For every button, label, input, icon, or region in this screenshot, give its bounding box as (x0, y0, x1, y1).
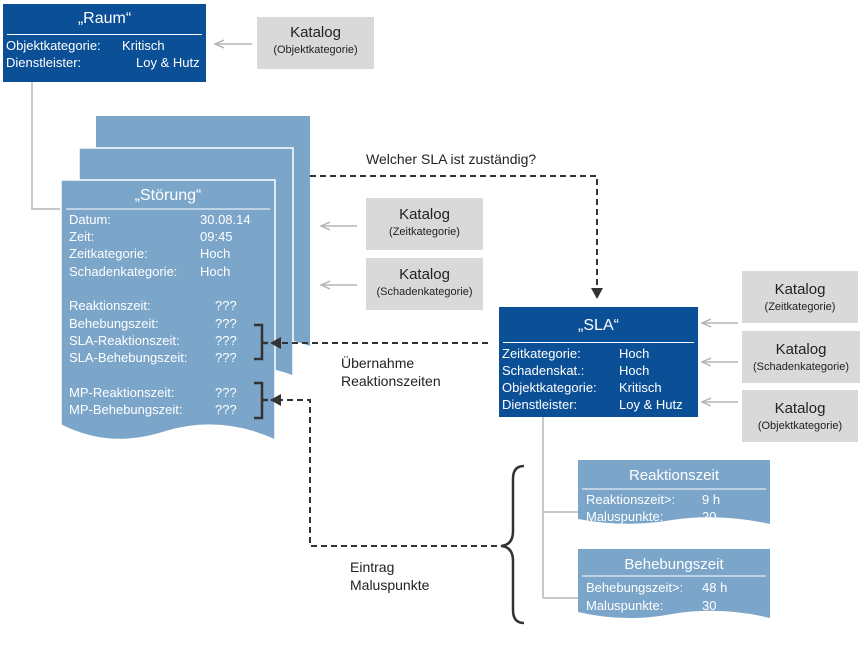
catalog-objektkategorie-right: Katalog (Objektkategorie) (742, 390, 858, 442)
catalog-objektkategorie-top: Katalog (Objektkategorie) (257, 17, 374, 69)
mp-times-bracket (254, 381, 268, 420)
stoerung-row-value: ??? (215, 350, 237, 365)
document-page-front (60, 179, 276, 442)
question-dashed-arrow (310, 175, 603, 299)
eintrag-dashed-arrow (270, 394, 497, 547)
sla-row: Schadenskat.: Hoch (499, 362, 698, 379)
raum-row: Dienstleister: Loy & Hutz (3, 54, 206, 71)
sla-row-key: Schadenskat.: (502, 363, 585, 378)
raum-box: „Raum“ Objektkategorie: Kritisch Dienstl… (3, 4, 206, 82)
catalog-zeitkategorie-right: Katalog (Zeitkategorie) (742, 271, 858, 323)
sla-row-key: Dienstleister: (502, 397, 578, 412)
catalog-title: Katalog (399, 206, 450, 223)
stoerung-row-key: SLA-Behebungszeit: (69, 350, 188, 365)
behebungszeit-card-key: Behebungszeit>: (586, 580, 684, 595)
sla-row-value: Loy & Hutz (619, 397, 683, 412)
uebernahme-label-line2: Reaktionszeiten (341, 373, 441, 389)
raum-title: „Raum“ (77, 10, 132, 27)
raum-row-key: Objektkategorie: (6, 38, 101, 53)
raum-row-key: Dienstleister: (6, 55, 82, 70)
catalog-schadenkategorie-right: Katalog (Schadenkategorie) (742, 331, 860, 383)
stoerung-row-value: ??? (215, 385, 237, 400)
behebungszeit-card-value: 30 (702, 598, 717, 613)
catalog-title: Katalog (399, 266, 450, 283)
stoerung-title: „Störung“ (134, 187, 202, 204)
behebungszeit-card-title: Behebungszeit (624, 556, 724, 573)
eintrag-label-line1: Eintrag (350, 559, 395, 575)
raum-title-rule (7, 34, 202, 35)
catalog-subtitle: (Schadenkategorie) (752, 361, 849, 373)
catalog-title: Katalog (774, 400, 826, 417)
stoerung-row-value: 30.08.14 (200, 212, 251, 227)
catalog-title: Katalog (775, 341, 827, 358)
behebungszeit-card-key: Maluspunkte: (586, 598, 664, 613)
stoerung-row-value: ??? (215, 316, 237, 331)
stoerung-row-key: SLA-Reaktionszeit: (69, 333, 180, 348)
catalog-subtitle: (Zeitkategorie) (764, 301, 836, 313)
sla-row: Zeitkategorie: Hoch (499, 345, 698, 362)
catalog-subtitle: (Objektkategorie) (273, 44, 358, 56)
cards-curly-brace (500, 464, 525, 625)
behebungszeit-card-value: 48 h (702, 580, 728, 595)
sla-box: „SLA“ Zeitkategorie: Hoch Schadenskat.: … (499, 307, 698, 417)
reaktionszeit-card-key: Reaktionszeit>: (586, 492, 676, 507)
sla-row-value: Kritisch (619, 380, 662, 395)
sla-title-rule (503, 342, 694, 343)
stoerung-row-key: Reaktionszeit: (69, 298, 151, 313)
catalog-schadenkategorie-left: Katalog (Schadenkategorie) (366, 258, 483, 310)
stoerung-row-value: 09:45 (200, 229, 233, 244)
catalog-subtitle: (Zeitkategorie) (389, 226, 460, 238)
stoerung-row-key: Behebungszeit: (69, 316, 159, 331)
stoerung-row-key: Zeitkategorie: (69, 246, 148, 261)
sla-row-value: Hoch (619, 363, 650, 378)
catalog-subtitle: (Objektkategorie) (757, 420, 843, 432)
question-label: Welcher SLA ist zuständig? (366, 151, 537, 167)
catalog-subtitle-text: Schadenkategorie (380, 286, 469, 298)
eintrag-label-line2: Maluspunkte (350, 577, 430, 593)
stoerung-row-value: Hoch (200, 264, 231, 279)
sla-title: „SLA“ (578, 317, 619, 334)
uebernahme-label-line1: Übernahme (341, 355, 415, 371)
reaktionszeit-card-key: Maluspunkte: (586, 509, 664, 524)
reaktionszeit-card-value: 20 (702, 509, 717, 524)
sla-row: Dienstleister: Loy & Hutz (499, 396, 698, 413)
sla-tree-connector (542, 417, 578, 599)
behebungszeit-card-shape (578, 549, 770, 619)
stoerung-row-value: ??? (215, 333, 237, 348)
sla-times-bracket (254, 323, 268, 361)
catalog-zeitkategorie-left: Katalog (Zeitkategorie) (366, 198, 483, 250)
catalog-subtitle-text: Zeitkategorie (392, 226, 457, 238)
stoerung-row-key: Datum: (69, 212, 111, 227)
reaktionszeit-card-value: 9 h (702, 492, 721, 507)
raum-row-value: Kritisch (122, 38, 165, 53)
reaktionszeit-card-shape (578, 460, 770, 524)
catalog-title: Katalog (290, 24, 341, 41)
reaktionszeit-card-title: Reaktionszeit (628, 467, 720, 484)
catalog-title: Katalog (774, 281, 826, 298)
stoerung-row-value: ??? (215, 402, 237, 417)
stoerung-row-value: Hoch (200, 246, 231, 261)
stoerung-row-key: MP-Reaktionszeit: (69, 385, 175, 400)
stoerung-row-value: ??? (215, 298, 237, 313)
raum-row: Objektkategorie: Kritisch (3, 37, 206, 54)
sla-row-key: Zeitkategorie: (502, 346, 581, 361)
raum-row-value: Loy & Hutz (136, 55, 200, 70)
catalog-subtitle: (Schadenkategorie) (376, 286, 473, 298)
stoerung-row-key: MP-Behebungszeit: (69, 402, 183, 417)
stoerung-row-key: Zeit: (69, 229, 95, 244)
sla-row-value: Hoch (619, 346, 650, 361)
stoerung-row-key: Schadenkategorie: (69, 264, 178, 279)
sla-row: Objektkategorie: Kritisch (499, 379, 698, 396)
sla-row-key: Objektkategorie: (502, 380, 597, 395)
raum-to-stoerung-connector (31, 82, 62, 210)
